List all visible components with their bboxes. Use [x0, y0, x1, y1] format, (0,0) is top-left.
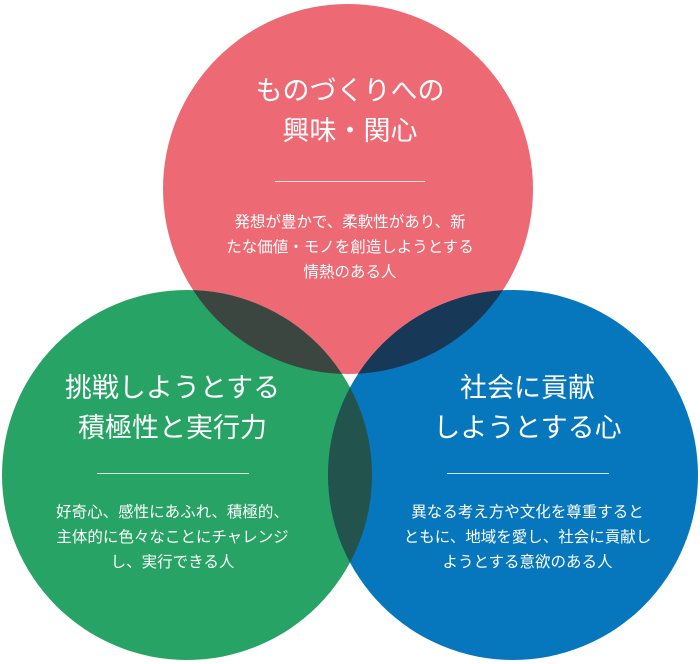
left-circle-description: 好奇心、感性にあふれ、積極的、 主体的に色々なことにチャレンジ し、実行できる人	[5, 500, 340, 575]
right-circle-description: 異なる考え方や文化を尊重すると ともに、地域を愛し、社会に貢献し ようとする意欲…	[355, 500, 700, 575]
right-desc-line: ようとする意欲のある人	[442, 553, 613, 571]
circle-left	[2, 290, 372, 660]
left-divider	[96, 473, 249, 474]
left-desc-line: 主体的に色々なことにチャレンジ	[56, 528, 289, 546]
top-circle-title: ものづくりへの 興味・関心	[160, 72, 540, 152]
left-desc-line: し、実行できる人	[110, 553, 235, 571]
left-desc-line: 好奇心、感性にあふれ、積極的、	[56, 503, 289, 521]
left-circle-title: 挑戦しようとする 積極性と実行力	[5, 369, 340, 449]
circle-right	[328, 290, 698, 660]
right-title-line: しようとする心	[433, 413, 622, 444]
top-desc-line: 発想が豊かで、柔軟性があり、新	[234, 213, 466, 231]
top-title-line: ものづくりへの	[255, 76, 445, 107]
right-desc-line: 異なる考え方や文化を尊重すると	[411, 503, 644, 521]
top-circle-text: ものづくりへの 興味・関心 発想が豊かで、柔軟性があり、新 たな価値・モノを創造…	[160, 72, 540, 285]
left-title-line: 挑戦しようとする	[64, 373, 281, 404]
right-circle-title: 社会に貢献 しようとする心	[355, 369, 700, 449]
left-title-line: 積極性と実行力	[78, 413, 267, 444]
right-circle-text: 社会に貢献 しようとする心 異なる考え方や文化を尊重すると ともに、地域を愛し、…	[355, 369, 700, 575]
top-desc-line: 情熱のある人	[303, 263, 397, 281]
top-divider	[275, 181, 425, 182]
top-circle-description: 発想が豊かで、柔軟性があり、新 たな価値・モノを創造しようとする 情熱のある人	[160, 210, 540, 285]
right-title-line: 社会に貢献	[460, 373, 595, 404]
right-divider	[446, 473, 609, 474]
top-desc-line: たな価値・モノを創造しようとする	[226, 238, 474, 256]
left-circle-text: 挑戦しようとする 積極性と実行力 好奇心、感性にあふれ、積極的、 主体的に色々な…	[5, 369, 340, 575]
right-desc-line: ともに、地域を愛し、社会に貢献し	[403, 528, 652, 546]
top-title-line: 興味・関心	[282, 116, 418, 147]
circle-top	[163, 4, 533, 374]
